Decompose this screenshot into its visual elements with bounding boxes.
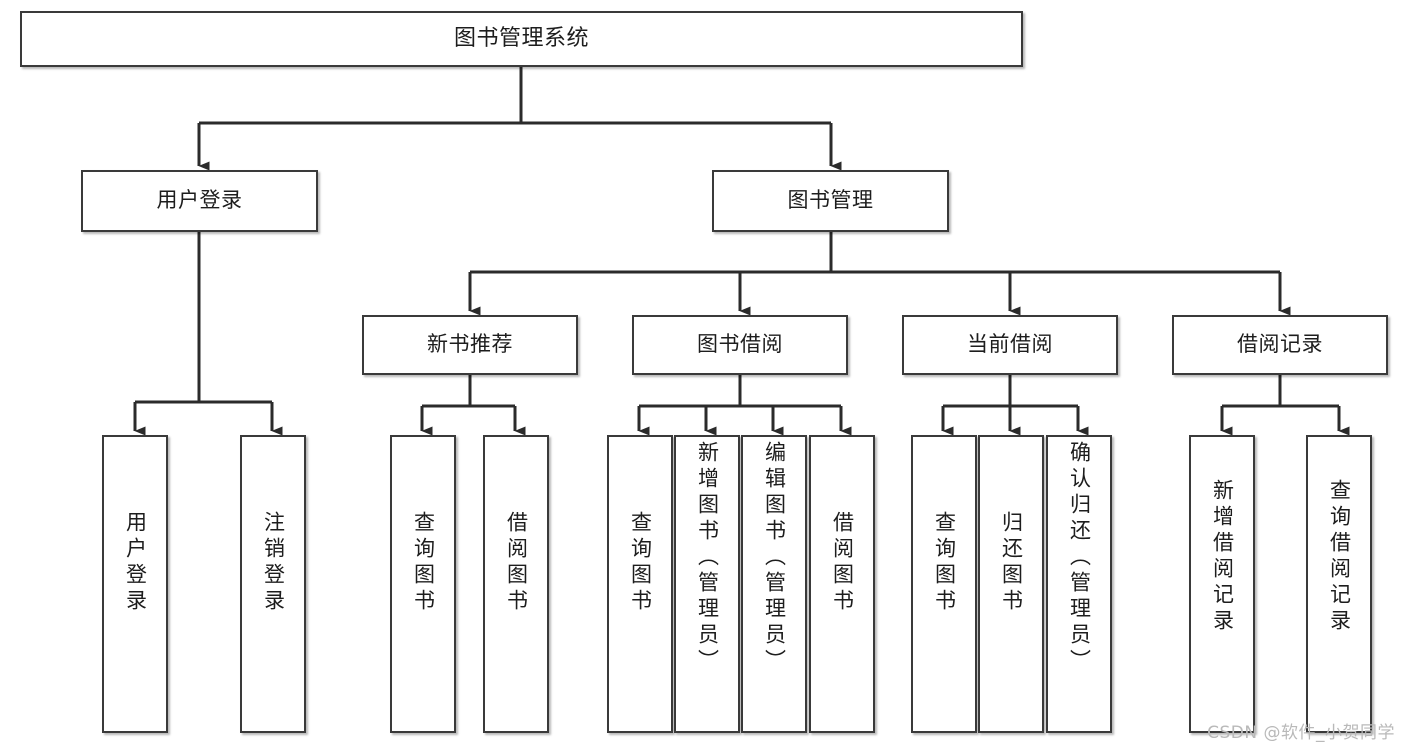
node-book-borrow[interactable]: 图书借阅 bbox=[632, 315, 848, 375]
node-label: 用户登录 bbox=[123, 511, 148, 615]
node-label: 新书推荐 bbox=[427, 332, 513, 357]
node-leaf-borrow-book-recommend[interactable]: 借阅图书 bbox=[483, 435, 549, 733]
node-leaf-borrow-book[interactable]: 借阅图书 bbox=[809, 435, 875, 733]
node-label: 借阅记录 bbox=[1237, 332, 1323, 357]
node-label: 查询图书 bbox=[411, 511, 436, 615]
node-label: 查询图书 bbox=[628, 511, 653, 615]
node-label: 查询图书 bbox=[932, 511, 957, 615]
node-label: 图书管理 bbox=[787, 188, 874, 213]
node-label: 归还图书 bbox=[999, 511, 1024, 615]
node-leaf-query-book-recommend[interactable]: 查询图书 bbox=[390, 435, 456, 733]
node-label: 编辑图书（管理员） bbox=[762, 441, 787, 675]
node-root-system[interactable]: 图书管理系统 bbox=[20, 11, 1023, 67]
node-label: 查询借阅记录 bbox=[1327, 479, 1352, 635]
node-borrow-record[interactable]: 借阅记录 bbox=[1172, 315, 1388, 375]
node-leaf-edit-book[interactable]: 编辑图书（管理员） bbox=[741, 435, 807, 733]
node-label: 确认归还（管理员） bbox=[1067, 441, 1092, 675]
node-leaf-confirm-return[interactable]: 确认归还（管理员） bbox=[1046, 435, 1112, 733]
node-label: 用户登录 bbox=[156, 188, 243, 213]
node-label: 图书管理系统 bbox=[453, 25, 589, 51]
node-label: 新增图书（管理员） bbox=[695, 441, 720, 675]
node-label: 新增借阅记录 bbox=[1210, 479, 1235, 635]
node-label: 图书借阅 bbox=[697, 332, 783, 357]
node-label: 借阅图书 bbox=[504, 511, 529, 615]
node-label: 当前借阅 bbox=[967, 332, 1053, 357]
node-book-manage[interactable]: 图书管理 bbox=[712, 170, 949, 232]
node-leaf-add-book[interactable]: 新增图书（管理员） bbox=[674, 435, 740, 733]
node-leaf-user-login[interactable]: 用户登录 bbox=[102, 435, 168, 733]
node-leaf-add-borrow-record[interactable]: 新增借阅记录 bbox=[1189, 435, 1255, 733]
node-new-book-recommend[interactable]: 新书推荐 bbox=[362, 315, 578, 375]
node-leaf-query-book-borrow[interactable]: 查询图书 bbox=[607, 435, 673, 733]
csdn-watermark: CSDN @软件_小贺同学 bbox=[1207, 723, 1395, 743]
node-label: 注销登录 bbox=[261, 511, 286, 615]
node-label: 借阅图书 bbox=[830, 511, 855, 615]
node-user-login[interactable]: 用户登录 bbox=[81, 170, 318, 232]
node-leaf-return-book[interactable]: 归还图书 bbox=[978, 435, 1044, 733]
node-current-borrow[interactable]: 当前借阅 bbox=[902, 315, 1118, 375]
node-leaf-query-book-current[interactable]: 查询图书 bbox=[911, 435, 977, 733]
node-leaf-query-borrow-record[interactable]: 查询借阅记录 bbox=[1306, 435, 1372, 733]
node-leaf-logout-login[interactable]: 注销登录 bbox=[240, 435, 306, 733]
